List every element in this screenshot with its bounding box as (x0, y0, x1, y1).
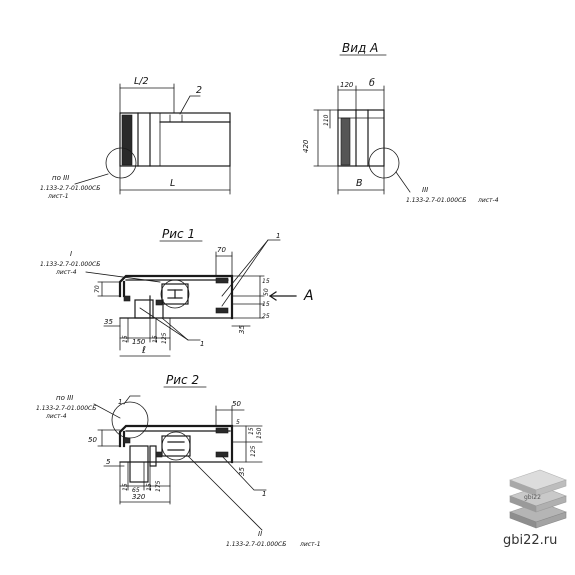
view-a-outline (337, 109, 385, 167)
view-a: Вид А 120 б 420 110 В III 1.133-2.7-01.0… (302, 41, 499, 204)
view-a-left-rib (340, 117, 351, 166)
ref-view-a-sheet: лист-4 (477, 197, 499, 204)
fig2-dim-65: 65 (132, 487, 140, 494)
top-left-view: L/2 2 L по III 1.133-2.7-01.000СБ лист-1 (40, 76, 231, 200)
fig1-callout-1-bottom: 1 (200, 340, 204, 348)
fig1-dim-15-b: 15 (262, 301, 270, 308)
figure-2: Рис 2 50 по III 1.133-2.7-01.000СБ лист-… (36, 373, 321, 548)
fig1-detail-box (161, 283, 189, 305)
fig2-dim-320: 320 (132, 493, 146, 501)
fig1-dim-70-left: 70 (94, 285, 101, 293)
fig1-dim-70-top: 70 (217, 246, 226, 254)
dim-b-small: б (369, 78, 375, 89)
fig2-ref-doc: 1.133-2.7-01.000СБ (36, 405, 96, 412)
fig1-dim-150: 150 (132, 338, 146, 346)
fig2-dim-125: 125 (250, 445, 257, 457)
fig2-dim-175: 175 (155, 480, 162, 492)
fig2-ref-sheet: лист-4 (45, 413, 67, 420)
top-left-detail-circle (105, 147, 137, 179)
fig2-dim-50-left: 50 (88, 436, 97, 444)
dim-l-half: L/2 (134, 76, 149, 87)
fig2-dim-15: 15 (248, 427, 255, 435)
fig1-title: Рис 1 (162, 227, 195, 241)
fig2-dim-15-b: 15 (122, 483, 129, 491)
logo-word: gbi22 (524, 494, 541, 501)
dim-l: L (170, 178, 175, 189)
fig1-dim-125: 125 (161, 332, 168, 344)
section-arrow-label: А (303, 288, 314, 304)
fig1-ref-sheet: лист-4 (55, 269, 77, 276)
ref-top-left-prefix: по III (52, 174, 69, 182)
figure-1: Рис 1 70 1 I 1.133-2.7-01.000СБ лист-4 (40, 227, 314, 357)
dim-420: 420 (302, 139, 310, 153)
fig2-dim-35: 35 (238, 467, 246, 476)
fig2-title: Рис 2 (166, 373, 199, 387)
fig2-ref-mark-bottom: II (258, 530, 262, 538)
fig2-dim-5-left: 5 (106, 458, 111, 466)
fig1-dim-25: 25 (262, 313, 270, 320)
fig2-profile (118, 424, 234, 464)
fig1-dim-50: 50 (263, 288, 270, 296)
dim-b: В (356, 178, 363, 189)
fig2-ref-doc-bottom: 1.133-2.7-01.000СБ (226, 541, 286, 548)
fig1-ref-mark: I (70, 250, 72, 258)
fig2-callout-1-top: 1 (118, 398, 122, 406)
fig2-ref-sheet-bottom: лист-1 (299, 541, 321, 548)
fig1-dim-15-d: 15 (152, 335, 159, 343)
view-a-title: Вид А (342, 41, 378, 55)
top-left-left-rib (121, 114, 133, 166)
fig2-dim-15-c: 15 (146, 483, 153, 491)
fig2-dim-50-top: 50 (232, 400, 241, 408)
ref-view-a-doc: 1.133-2.7-01.000СБ (406, 197, 466, 204)
fig2-dim-5-mid: 5 (236, 419, 240, 426)
fig1-dim-35-right: 35 (238, 325, 246, 334)
fig1-dim-15-c: 15 (122, 335, 129, 343)
fig2-detail-box (161, 435, 191, 457)
ref-top-left-sheet: лист-1 (47, 193, 69, 200)
ref-top-left-doc: 1.133-2.7-01.000СБ (40, 185, 100, 192)
fig1-ref-doc: 1.133-2.7-01.000СБ (40, 261, 100, 268)
fig1-callout-1-top: 1 (276, 232, 280, 240)
fig1-dim-15-a: 15 (262, 278, 270, 285)
stacked-slabs-icon: gbi22 (509, 469, 567, 529)
site-url: gbi22.ru (503, 533, 558, 548)
fig1-dim-l: ℓ (142, 345, 146, 356)
dim-110: 110 (323, 114, 330, 126)
ref-view-a-mark: III (422, 186, 428, 194)
fig1-dim-35-left: 35 (104, 318, 113, 326)
fig2-dim-150: 150 (256, 427, 263, 439)
fig2-detail-circle (161, 431, 191, 461)
callout-2: 2 (196, 85, 202, 96)
top-left-outline (119, 112, 231, 167)
dim-120: 120 (340, 81, 354, 89)
fig2-ref-prefix: по III (56, 394, 73, 402)
fig1-detail-circle (160, 279, 190, 309)
fig1-profile (118, 274, 234, 320)
fig2-left-detail-circle (111, 401, 149, 439)
fig2-callout-1-bottom: 1 (262, 490, 266, 498)
